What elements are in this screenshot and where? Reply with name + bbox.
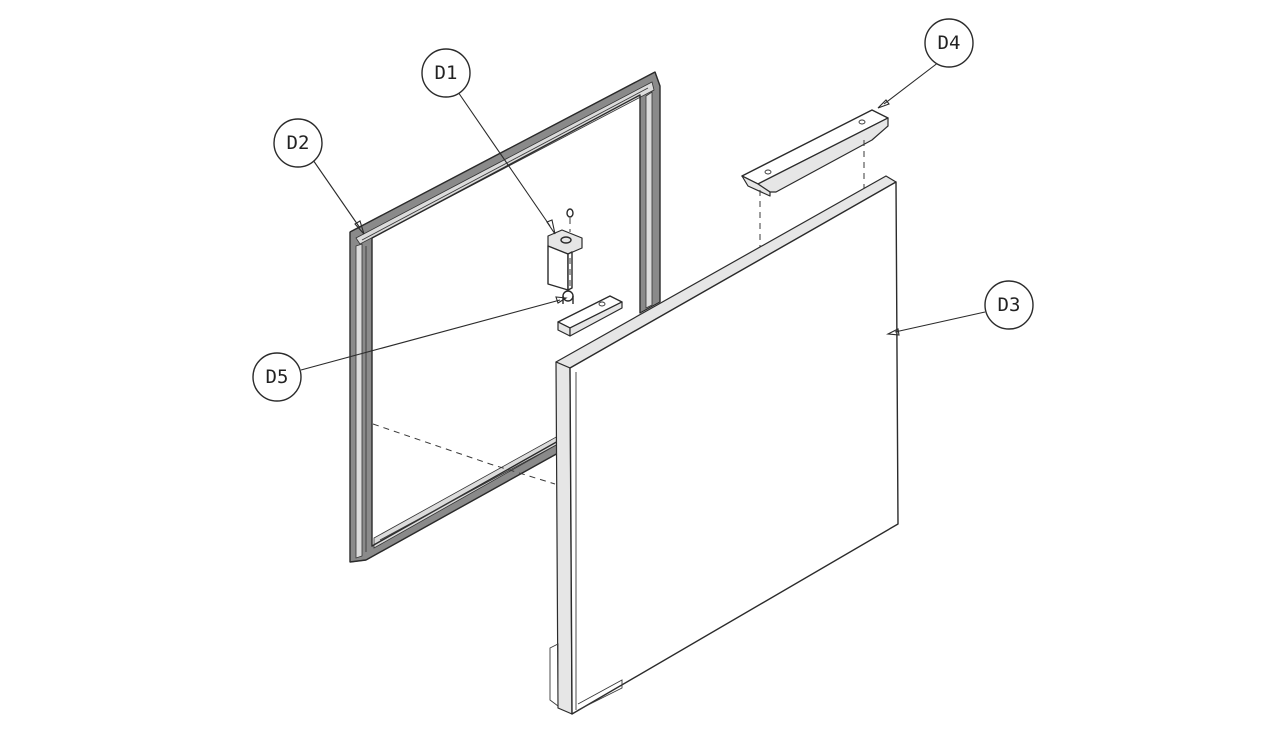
callout-d1-label: D1 (435, 62, 458, 84)
callout-d4-label: D4 (938, 32, 961, 54)
callout-d5-label: D5 (266, 366, 289, 388)
callout-d1: D1 (421, 48, 471, 98)
alignment-line-bottom (372, 423, 556, 485)
callout-d3: D3 (984, 280, 1034, 330)
hinge-part (547, 208, 583, 304)
callout-d2-label: D2 (287, 132, 310, 154)
callout-d3-label: D3 (998, 294, 1021, 316)
door-panel (549, 175, 899, 715)
callout-d5: D5 (252, 352, 302, 402)
leader-lines (300, 61, 986, 371)
callout-d2: D2 (273, 118, 323, 168)
top-bracket (741, 109, 889, 252)
callout-d4: D4 (924, 18, 974, 68)
door-frame-gasket (349, 71, 661, 563)
lower-bracket (557, 295, 623, 337)
